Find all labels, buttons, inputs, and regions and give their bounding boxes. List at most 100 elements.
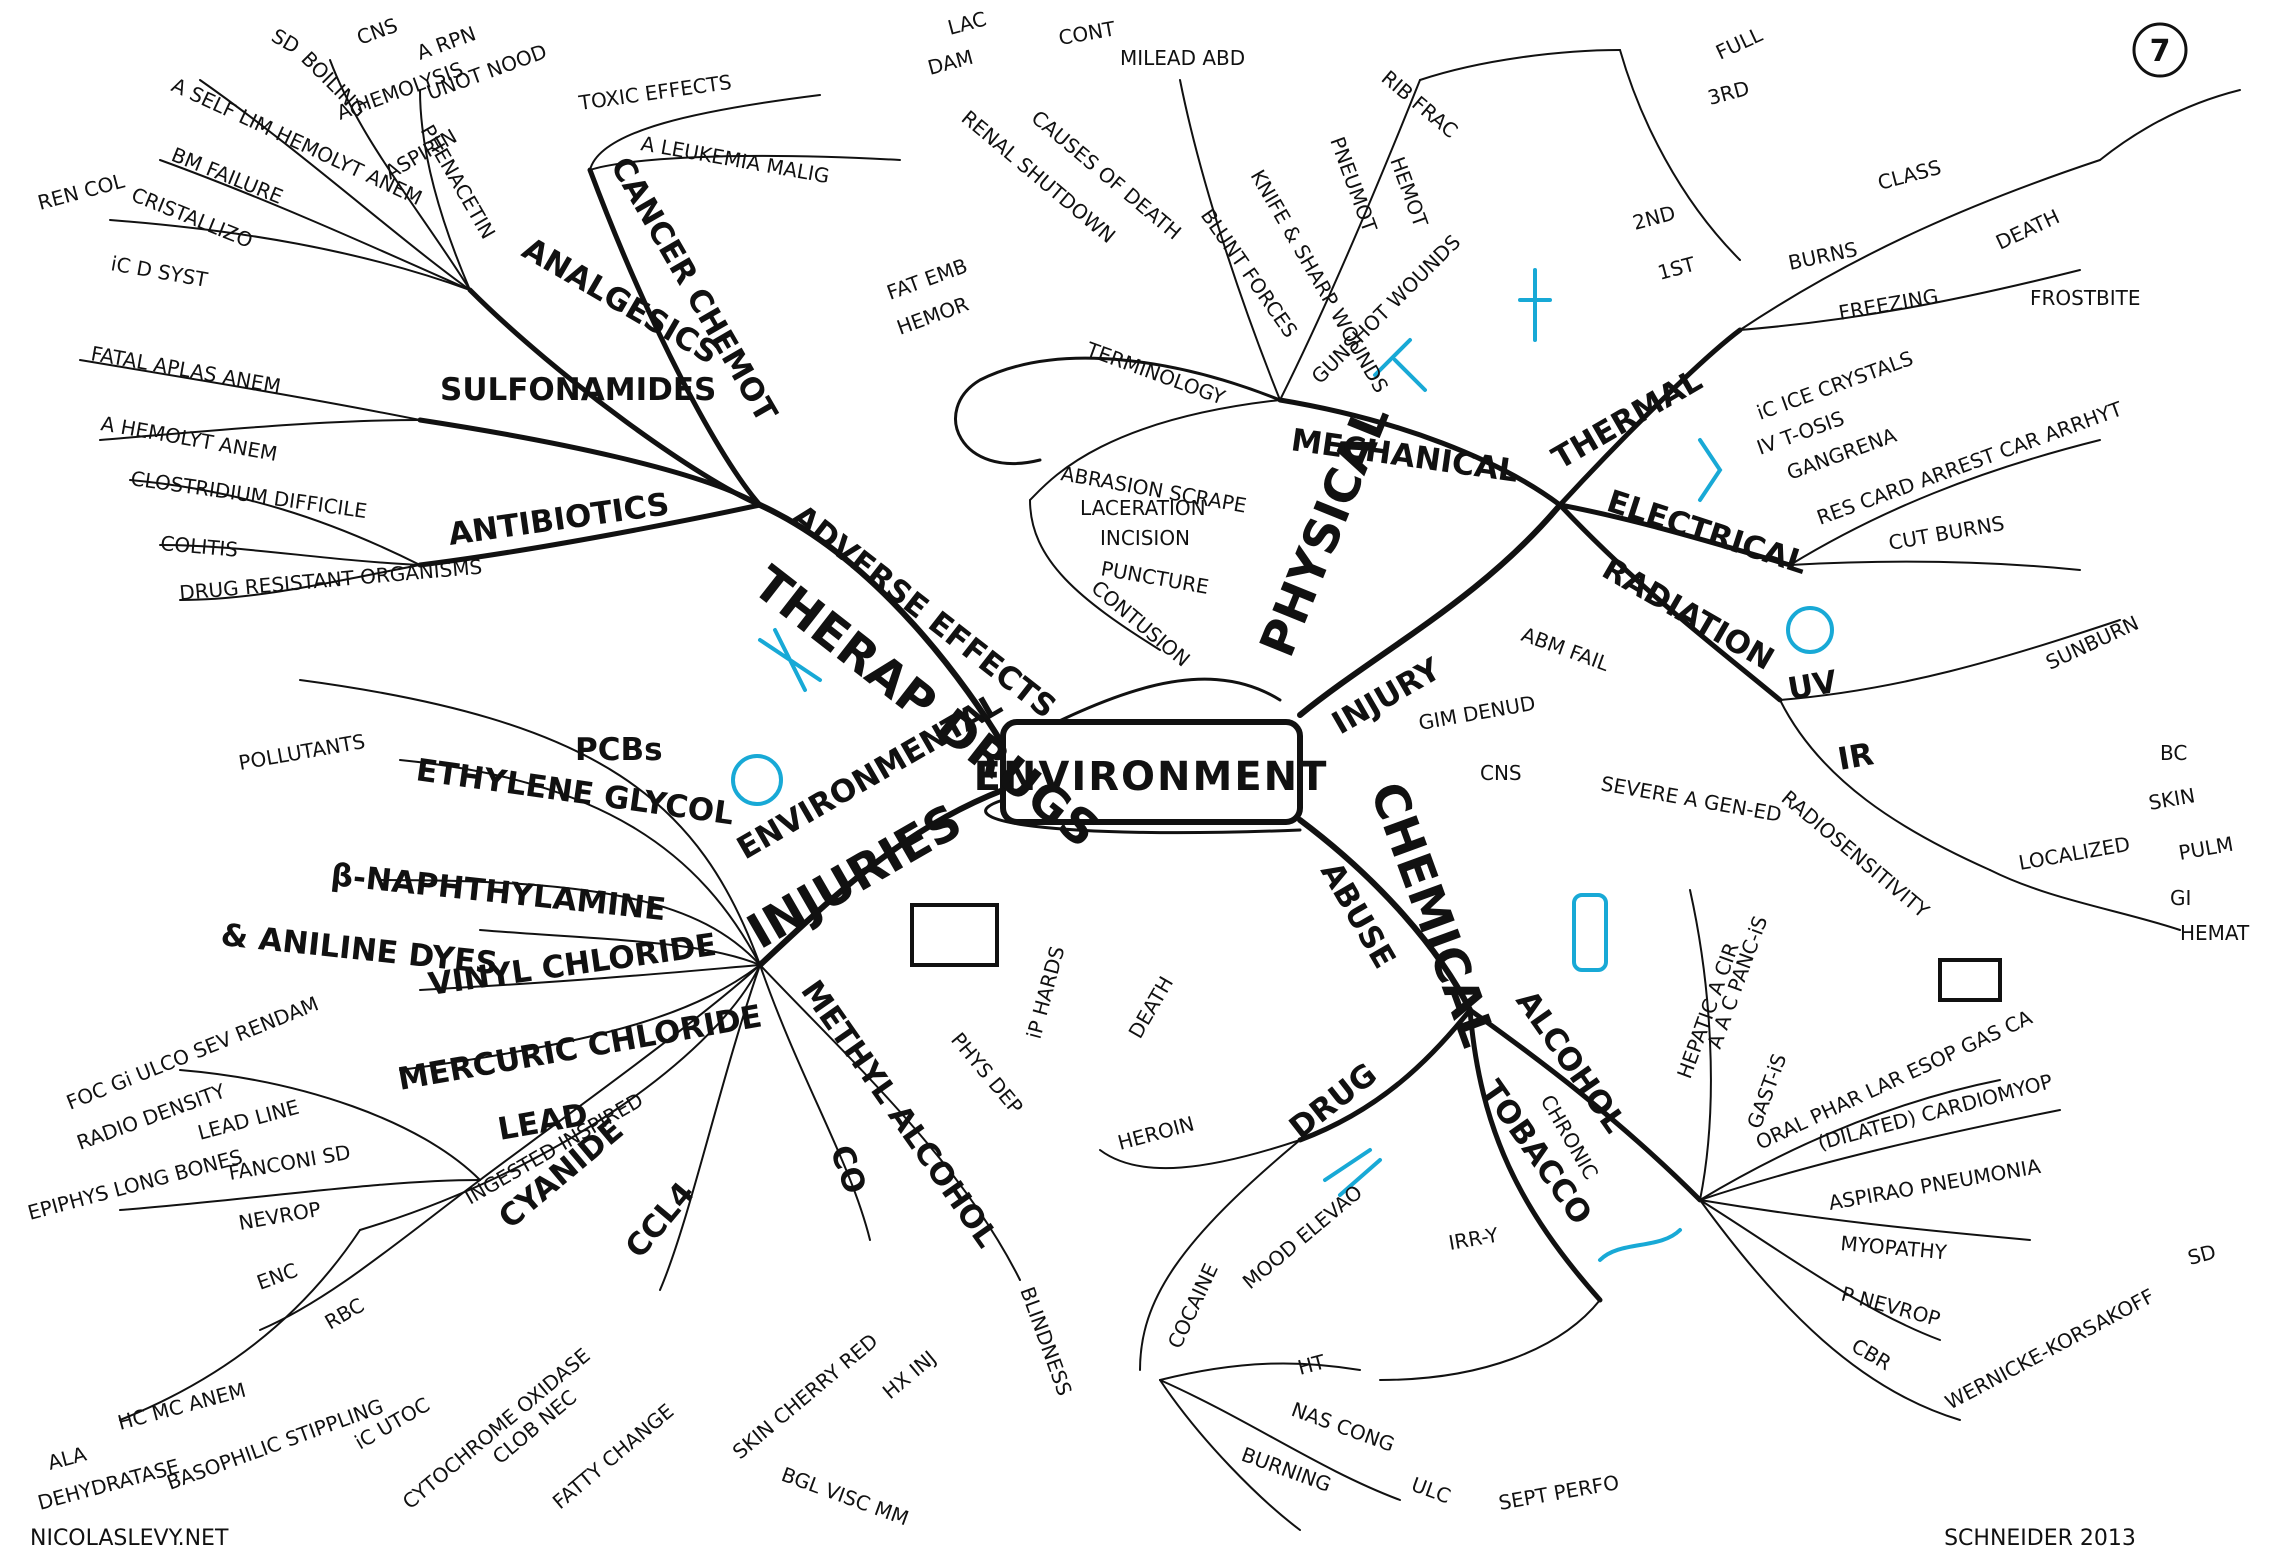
leaf: CONT: [1057, 16, 1118, 50]
leaf: DEATH: [1992, 204, 2063, 254]
leaf: SKIN: [2147, 783, 2197, 815]
leaf: GIM DENUD: [1417, 691, 1537, 735]
leaf: RADIOSENSITIVITY: [1777, 785, 1935, 923]
hub-loop: [984, 798, 1302, 835]
leaf: MILEAD ABD: [1120, 46, 1245, 70]
leaf-uv: UV: [1785, 664, 1840, 708]
leaf: RES CARD ARREST CAR ARRHYT: [1814, 396, 2127, 529]
leaf: SEPT PERFO: [1497, 1470, 1621, 1515]
label-co: CO: [822, 1140, 873, 1198]
leaf: SKIN CHERRY RED: [728, 1329, 883, 1464]
leaf: TOXIC EFFECTS: [576, 70, 733, 115]
leaf: FREEZING: [1837, 284, 1940, 325]
leaf: A HEMOLYT ANEM: [99, 411, 279, 466]
leaf: ABM FAIL: [1518, 622, 1613, 676]
hub-frame: [1000, 719, 1303, 825]
leaf: SEVERE A GEN-ED: [1599, 771, 1783, 826]
leaf: CNS: [354, 13, 401, 50]
leaf: 1ST: [1655, 252, 1698, 285]
leaf: HC MC ANEM: [115, 1378, 248, 1435]
main-chemical: CHEMICAL: [1359, 775, 1506, 1054]
knife-icon: [1373, 338, 1427, 392]
leaf: FATTY CHANGE: [548, 1399, 679, 1514]
leaf: FULL: [1712, 22, 1767, 65]
label-sulfonamides: SULFONAMIDES: [440, 372, 716, 408]
leaf: RBC: [321, 1293, 369, 1334]
cigarette-icon: [1598, 1228, 1682, 1262]
footer-right: SCHNEIDER 2013: [1944, 1526, 2136, 1551]
label-ccl4: CCL4: [619, 1175, 702, 1265]
leaf: BLINDNESS: [1015, 1284, 1077, 1399]
leaf: POLLUTANTS: [237, 729, 367, 775]
leaf: HT: [1295, 1349, 1328, 1379]
footer-left: NICOLASLEVY.NET: [30, 1526, 229, 1551]
leaf: ASPIRAO PNEUMONIA: [1827, 1154, 2043, 1215]
leaf: PHYS DEP: [946, 1028, 1028, 1119]
label-drug: DRUG: [1283, 1056, 1384, 1146]
leaf: P NEVROP: [1839, 1282, 1943, 1331]
leaf: SD: [2185, 1239, 2218, 1269]
leaf: ULC: [1408, 1472, 1454, 1508]
label-mercuric: MERCURIC CHLORIDE: [395, 998, 764, 1097]
leaf: A RPN: [414, 21, 480, 64]
leaf: CNS: [1480, 761, 1522, 785]
leaf: 3RD: [1705, 76, 1752, 110]
leaf: CUT BURNS: [1887, 511, 2006, 555]
line-drug: [1297, 1007, 1473, 1143]
physical-branches: [954, 49, 2241, 931]
leaf: TERMINOLOGY: [1082, 337, 1229, 410]
label-naphthylamine: β-NAPHTHYLAMINE: [329, 857, 667, 928]
leaf: WERNICKE-KORSAKOFF: [1941, 1284, 2158, 1415]
label-pcbs: PCBs: [575, 732, 663, 768]
leaf: FATAL APLAS ANEM: [89, 341, 283, 398]
line-electrical: [1557, 502, 1793, 568]
leaf: ALA: [45, 1441, 89, 1474]
trunk-chemical: [1297, 817, 1473, 1013]
leaf: DAM: [925, 45, 976, 80]
leaf: BC: [2160, 741, 2187, 765]
trunk-environmental: [757, 787, 1006, 968]
leaf: SUNBURN: [2042, 611, 2142, 675]
trunk-therapeutic: [757, 502, 1006, 748]
leaf: DRUG RESISTANT ORGANISMS: [178, 555, 483, 605]
leaf: ENC: [254, 1258, 301, 1295]
leaf: BGL VISC MM: [778, 1462, 912, 1530]
leaf: CRISTALLIZO: [128, 182, 256, 252]
label-radiation: RADIATION: [1596, 551, 1780, 678]
environmental-branches: [119, 679, 1021, 1421]
label-vinyl: VINYL CHLORIDE: [426, 927, 719, 1003]
line-sulfonamides: [417, 417, 763, 508]
leaf: HEMAT: [2180, 921, 2250, 945]
lightning-icon: [1698, 438, 1723, 502]
leaf-ir: IR: [1835, 736, 1876, 778]
line-tobacco: [1467, 1007, 1603, 1303]
line-antibiotics: [417, 502, 763, 568]
label-thermal: THERMAL: [1546, 362, 1708, 477]
leaf: PULM: [2177, 832, 2235, 865]
leaf: iC D SYST: [109, 251, 210, 292]
leaf: iP HARDS: [1022, 944, 1070, 1042]
leaf: PHENACETIN: [416, 121, 501, 244]
leaf: FANCONI SD: [227, 1140, 353, 1185]
hub-node: ENVIRONMENT: [974, 719, 1326, 825]
leaf: CLASS: [1875, 155, 1944, 195]
line-cancer: [587, 167, 763, 508]
leaf: MOOD ELEVAO: [1238, 1180, 1367, 1294]
cloud-icon: [731, 754, 783, 806]
trunk-physical: [1297, 502, 1563, 718]
radiation-icon: [1786, 606, 1834, 654]
leaf: RIB FRAC: [1377, 65, 1463, 142]
leaf: BURNS: [1786, 237, 1859, 275]
leaf: CLOSTRIDIUM DIFFICILE: [129, 466, 368, 523]
therapeutic-branches: [79, 59, 901, 601]
leaf: 2ND: [1630, 200, 1678, 234]
leaf: FROSTBITE: [2030, 286, 2141, 310]
blue-doodles: [731, 268, 1834, 1262]
leaf: INCISION: [1100, 526, 1190, 550]
bottle-icon: [1572, 893, 1608, 972]
leaf: DEATH: [1124, 972, 1178, 1042]
line-mechanical: [1277, 397, 1563, 508]
line-radiation: [1557, 502, 1783, 703]
leaf: HEMOT: [1385, 154, 1433, 231]
leaf: A LEUKEMIA MALIG: [639, 131, 831, 188]
